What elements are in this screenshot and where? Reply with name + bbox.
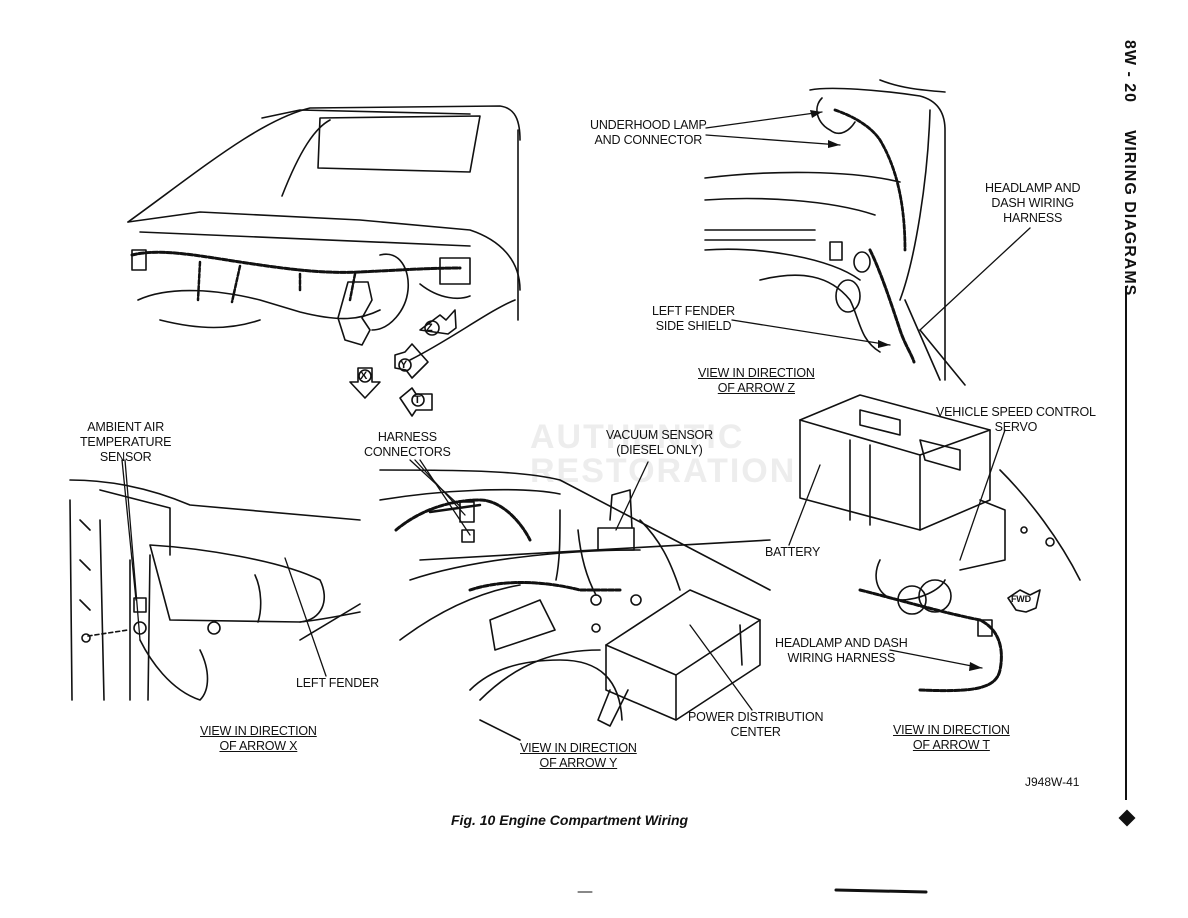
view-z-drawing (704, 79, 966, 386)
view-y-drawing (379, 469, 771, 741)
watermark: AUTHENTIC RESTORATION (530, 418, 797, 490)
figure-caption: Fig. 10 Engine Compartment Wiring (451, 812, 689, 828)
label-left-fender-shield: LEFT FENDER SIDE SHIELD (652, 304, 735, 333)
figure-id: J948W-41 (1025, 775, 1080, 789)
view-x-drawing (69, 479, 361, 701)
fwd-arrow-label: FWD (1011, 594, 1031, 604)
label-headlamp-dash-harness-t: HEADLAMP AND DASH WIRING HARNESS (775, 636, 908, 665)
label-left-fender: LEFT FENDER (296, 676, 379, 690)
arrow-x-letter: X (360, 370, 368, 382)
section-and-title: 8W - 20 WIRING DIAGRAMS (1120, 40, 1138, 296)
leader-lines (121, 111, 1031, 711)
label-harness-connectors: HARNESS CONNECTORS (364, 430, 451, 459)
direction-arrows (349, 309, 457, 417)
label-vacuum-sensor: VACUUM SENSOR (DIESEL ONLY) (606, 428, 713, 457)
caption-view-y: VIEW IN DIRECTION OF ARROW Y (520, 741, 637, 770)
vehicle-overview-drawing (127, 105, 521, 361)
page-header-sidebar: 8W - 20 WIRING DIAGRAMS (1112, 40, 1140, 300)
caption-view-x: VIEW IN DIRECTION OF ARROW X (200, 724, 317, 753)
caption-view-t: VIEW IN DIRECTION OF ARROW T (893, 723, 1010, 752)
label-ambient-air-sensor: AMBIENT AIR TEMPERATURE SENSOR (80, 420, 172, 464)
section-title: WIRING DIAGRAMS (1121, 130, 1138, 297)
view-t-drawing (799, 394, 1081, 693)
label-headlamp-dash-harness-z: HEADLAMP AND DASH WIRING HARNESS (985, 181, 1081, 225)
label-underhood-lamp: UNDERHOOD LAMP AND CONNECTOR (590, 118, 707, 147)
label-battery: BATTERY (765, 545, 821, 559)
section-number: 8W - 20 (1121, 40, 1138, 104)
arrow-t-letter: T (414, 394, 421, 406)
label-power-distribution-center: POWER DISTRIBUTION CENTER (688, 710, 824, 739)
arrow-z-letter: Z (426, 322, 433, 334)
arrow-y-letter: Y (400, 359, 408, 371)
label-speed-control-servo: VEHICLE SPEED CONTROL SERVO (936, 405, 1096, 434)
caption-view-z: VIEW IN DIRECTION OF ARROW Z (698, 366, 815, 395)
